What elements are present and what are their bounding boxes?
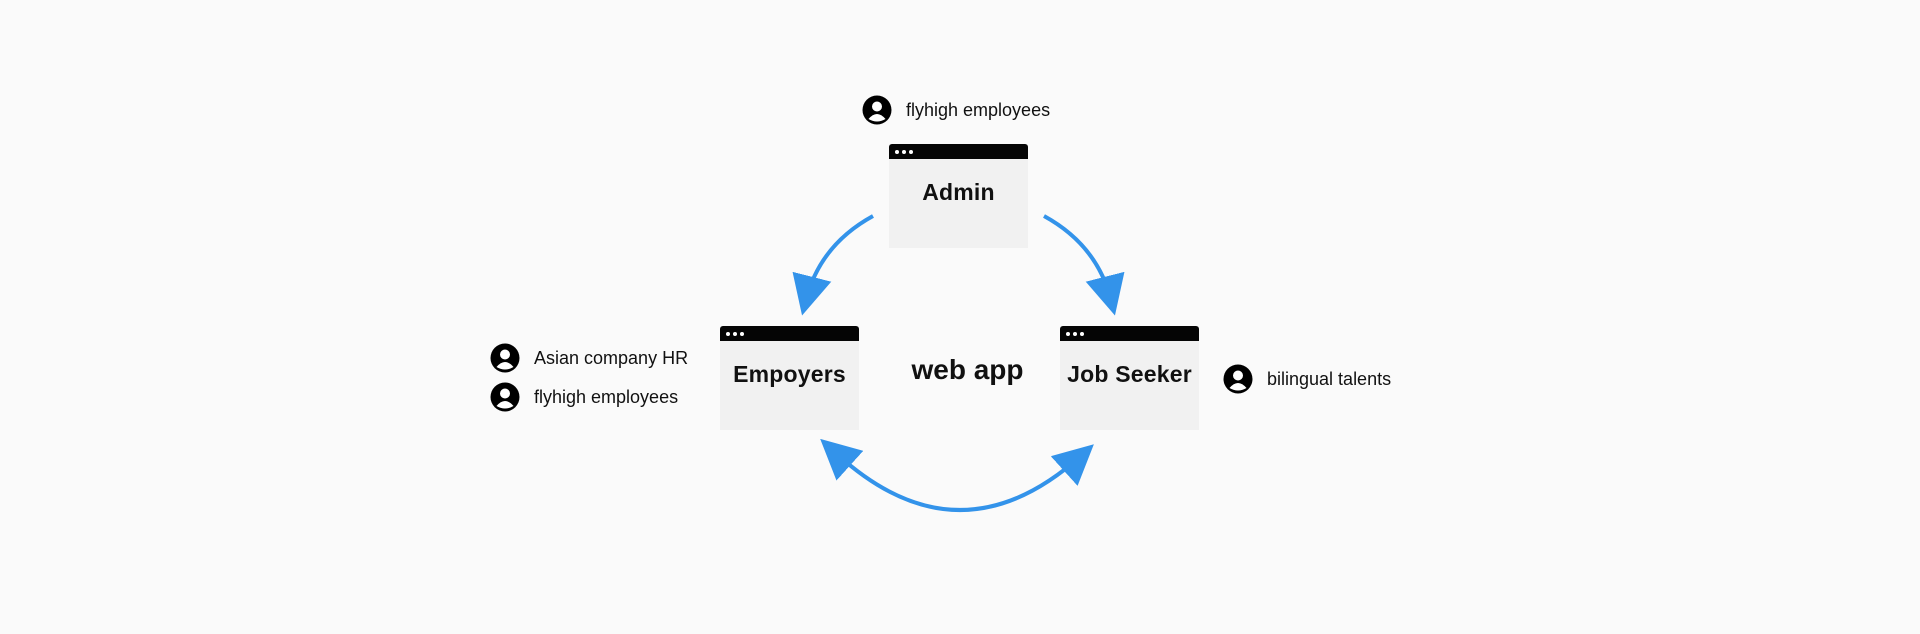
- persona-employers-flyhigh: flyhigh employees: [490, 382, 678, 412]
- three-dots-icon: [1066, 331, 1070, 336]
- user-circle-icon: [490, 343, 520, 373]
- persona-label: bilingual talents: [1267, 368, 1392, 389]
- window-titlebar: [889, 144, 1028, 159]
- persona-jobseeker-bilingual: bilingual talents: [1223, 364, 1391, 394]
- user-circle-icon: [862, 95, 892, 125]
- persona-label: flyhigh employees: [906, 99, 1051, 120]
- persona-label: Asian company HR: [534, 347, 689, 368]
- window-titlebar: [720, 326, 859, 341]
- user-circle-icon: [490, 382, 520, 412]
- user-circle-icon: [1223, 364, 1253, 394]
- employers-window: Empoyers: [720, 326, 859, 430]
- arrow-admin-to-employers: [792, 214, 874, 316]
- persona-admin-flyhigh: flyhigh employees: [862, 95, 1050, 125]
- admin-window: Admin: [889, 144, 1028, 248]
- arrow-employers-jobseeker-bidirectional: [820, 438, 1094, 512]
- center-label-web-app: web app: [911, 354, 1024, 385]
- three-dots-icon: [726, 331, 730, 336]
- window-label-jobseeker: Job Seeker: [1067, 361, 1192, 387]
- three-dots-icon: [895, 149, 899, 154]
- window-label-employers: Empoyers: [733, 361, 846, 387]
- persona-employers-hr: Asian company HR: [490, 343, 688, 373]
- arrow-admin-to-jobseeker: [1043, 214, 1125, 316]
- jobseeker-window: Job Seeker: [1060, 326, 1199, 430]
- window-label-admin: Admin: [922, 179, 995, 205]
- window-titlebar: [1060, 326, 1199, 341]
- persona-label: flyhigh employees: [534, 386, 679, 407]
